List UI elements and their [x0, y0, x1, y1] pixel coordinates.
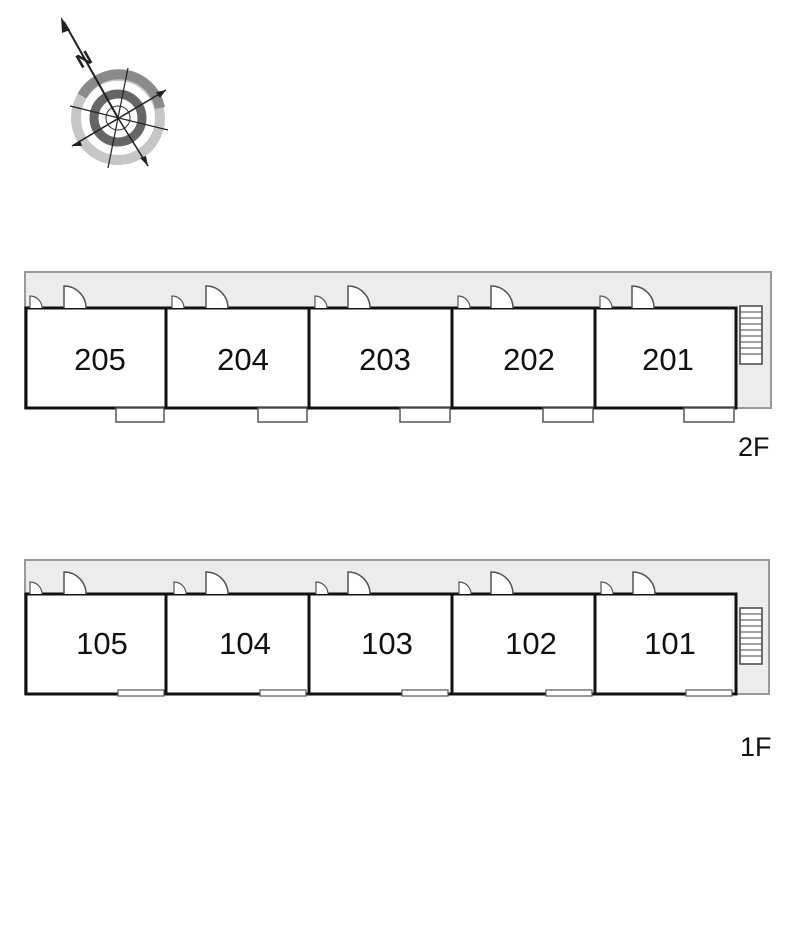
- unit-number: 204: [217, 342, 269, 377]
- unit-2f-3: 203: [307, 285, 454, 423]
- window: [685, 689, 733, 697]
- unit-number: 104: [219, 626, 271, 661]
- unit-number: 102: [505, 626, 557, 661]
- door-icon: [632, 571, 656, 595]
- window: [117, 689, 165, 697]
- meter-box-icon: [29, 581, 43, 595]
- balcony: [683, 407, 735, 423]
- stairs-treads-2f: [740, 311, 762, 355]
- meter-box-icon: [315, 581, 329, 595]
- meter-box-icon: [458, 581, 472, 595]
- unit-number: 205: [74, 342, 126, 377]
- unit-number: 103: [361, 626, 413, 661]
- balcony: [542, 407, 594, 423]
- window: [401, 689, 449, 697]
- unit-2f-2: 204: [164, 285, 311, 423]
- unit-1f-2: 104: [164, 571, 311, 697]
- meter-box-icon: [29, 295, 43, 309]
- compass-north-label: N: [73, 47, 97, 73]
- unit-1f-4: 102: [450, 571, 597, 697]
- meter-box-icon: [457, 295, 471, 309]
- door-icon: [205, 571, 229, 595]
- unit-1f-1: 105: [24, 571, 168, 697]
- door-icon: [631, 285, 655, 309]
- door-icon: [490, 571, 514, 595]
- unit-2f-4: 202: [450, 285, 597, 423]
- meter-box-icon: [173, 581, 187, 595]
- door-icon: [347, 285, 371, 309]
- unit-1f-3: 103: [307, 571, 454, 697]
- balcony: [399, 407, 451, 423]
- floor-label-2f: 2F: [738, 432, 770, 462]
- unit-number: 201: [642, 342, 694, 377]
- meter-box-icon: [600, 581, 614, 595]
- door-icon: [63, 571, 87, 595]
- window: [259, 689, 307, 697]
- stairs-treads-1f: [740, 613, 762, 657]
- window: [545, 689, 593, 697]
- unit-number: 203: [359, 342, 411, 377]
- unit-number: 101: [644, 626, 696, 661]
- floor-label-1f: 1F: [740, 732, 772, 762]
- unit-2f-5: 201: [593, 285, 738, 423]
- unit-number: 202: [503, 342, 555, 377]
- unit-number: 105: [76, 626, 128, 661]
- meter-box-icon: [314, 295, 328, 309]
- door-icon: [347, 571, 371, 595]
- balcony: [257, 407, 308, 423]
- meter-box-icon: [171, 295, 185, 309]
- door-icon: [205, 285, 229, 309]
- door-icon: [63, 285, 87, 309]
- door-icon: [490, 285, 514, 309]
- floor-1f: 105 104 103 102 101: [24, 559, 772, 762]
- meter-box-icon: [599, 295, 613, 309]
- unit-1f-5: 101: [593, 571, 738, 697]
- floor-2f: 205 204 203 202 201: [24, 271, 772, 462]
- balcony: [115, 407, 165, 423]
- stairs-icon-2f: [739, 305, 763, 365]
- compass-icon: N: [61, 17, 169, 169]
